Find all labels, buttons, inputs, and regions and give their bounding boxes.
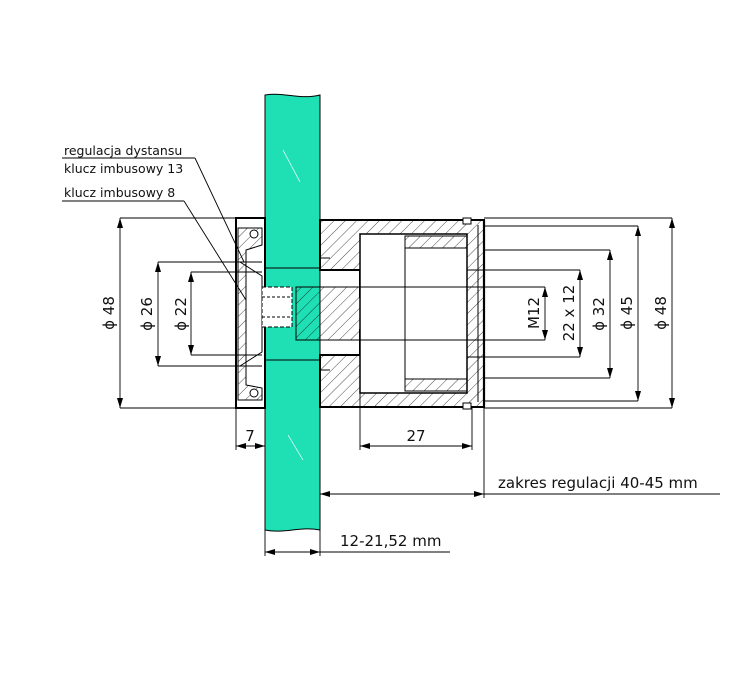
label-hex-key-8: klucz imbusowy 8 [64,185,175,200]
label-distance-adjust: regulacja dystansu [64,143,182,158]
glass-glare-lines [282,149,304,461]
dim-left-d48: ϕ 48 [100,296,118,330]
dim-d45: ϕ 45 [618,296,636,330]
dim-d26: ϕ 26 [138,297,156,331]
dim-glass-range: 12-21,52 mm [340,532,441,550]
label-hex-key-13: klucz imbusowy 13 [64,161,183,176]
right-body-section [265,217,486,410]
dim-d22: ϕ 22 [172,297,190,331]
dim-width-27: 27 [406,427,425,445]
dim-width-7: 7 [245,427,255,445]
dim-adjust-range: zakres regulacji 40-45 mm [498,474,698,492]
dim-m12: M12 [525,297,543,329]
arrowheads [117,218,675,555]
dim-right-d48: ϕ 48 [652,296,670,330]
dimension-lines [62,157,720,556]
dim-d32: ϕ 32 [590,297,608,331]
dim-22x12: 22 x 12 [560,285,578,342]
left-cap-section [235,217,293,409]
